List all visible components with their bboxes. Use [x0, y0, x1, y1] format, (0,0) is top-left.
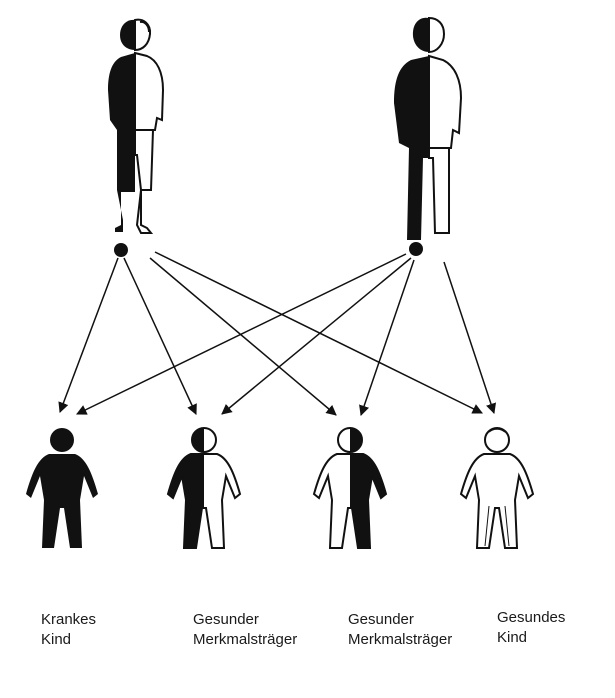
child-label-line1: Gesundes [497, 609, 566, 626]
inheritance-arrows [58, 251, 497, 416]
child-label-carrier-1: Gesunder Merkmalsträger [193, 610, 297, 650]
arrow-father-child1 [76, 253, 407, 415]
child-label-sick: Krankes Kind [41, 610, 96, 650]
arrow-mother-child3 [149, 257, 337, 416]
child-label-healthy: Gesundes Kind [497, 608, 565, 648]
child-label-line1: Gesunder [348, 611, 414, 628]
child-carrier-left-figure-icon [166, 427, 242, 549]
child-label-carrier-2: Gesunder Merkmalsträger [348, 610, 452, 650]
arrow-father-child2 [221, 257, 412, 415]
child-label-line1: Gesunder [193, 611, 259, 628]
arrow-father-child3 [359, 259, 415, 416]
child-label-line2: Merkmalsträger [348, 631, 453, 648]
mother-gamete-dot [114, 243, 128, 257]
child-sick-figure-icon [26, 428, 98, 548]
child-carrier-right-figure-icon [312, 427, 388, 549]
child-label-line2: Kind [41, 631, 72, 648]
arrow-father-child4 [443, 261, 497, 414]
father-gamete-dot [409, 242, 423, 256]
arrow-mother-child2 [123, 257, 197, 415]
child-healthy-figure-icon [459, 427, 535, 549]
child-label-line1: Krankes [41, 611, 97, 628]
arrow-mother-child4 [154, 251, 483, 414]
mother-figure-icon [108, 18, 165, 234]
child-label-line2: Merkmalsträger [193, 631, 298, 648]
father-figure-icon [394, 16, 463, 240]
child-label-line2: Kind [497, 629, 528, 646]
arrow-mother-child1 [58, 257, 119, 413]
